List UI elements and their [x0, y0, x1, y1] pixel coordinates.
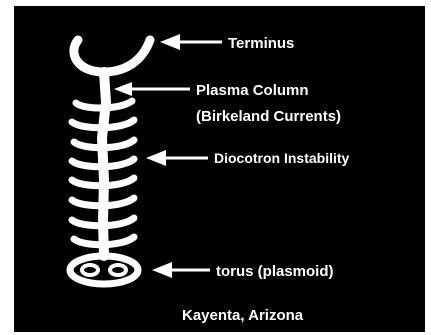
petroglyph-figure [70, 40, 150, 284]
location-caption: Kayenta, Arizona [182, 307, 304, 324]
plasma-column-label: Plasma Column [196, 82, 309, 99]
terminus-label: Terminus [228, 35, 294, 52]
arrow-diocotron [146, 150, 208, 166]
terminus-horns [74, 40, 150, 72]
torus-left-lobe [82, 265, 98, 275]
arrow-plasma-column [114, 82, 190, 96]
arrow-terminus [160, 34, 222, 50]
arrow-torus [152, 262, 210, 278]
birkeland-currents-label: (Birkeland Currents) [196, 108, 341, 125]
torus-label: torus (plasmoid) [216, 263, 334, 280]
diocotron-label: Diocotron Instability [214, 150, 350, 166]
torus-right-lobe [110, 265, 126, 275]
